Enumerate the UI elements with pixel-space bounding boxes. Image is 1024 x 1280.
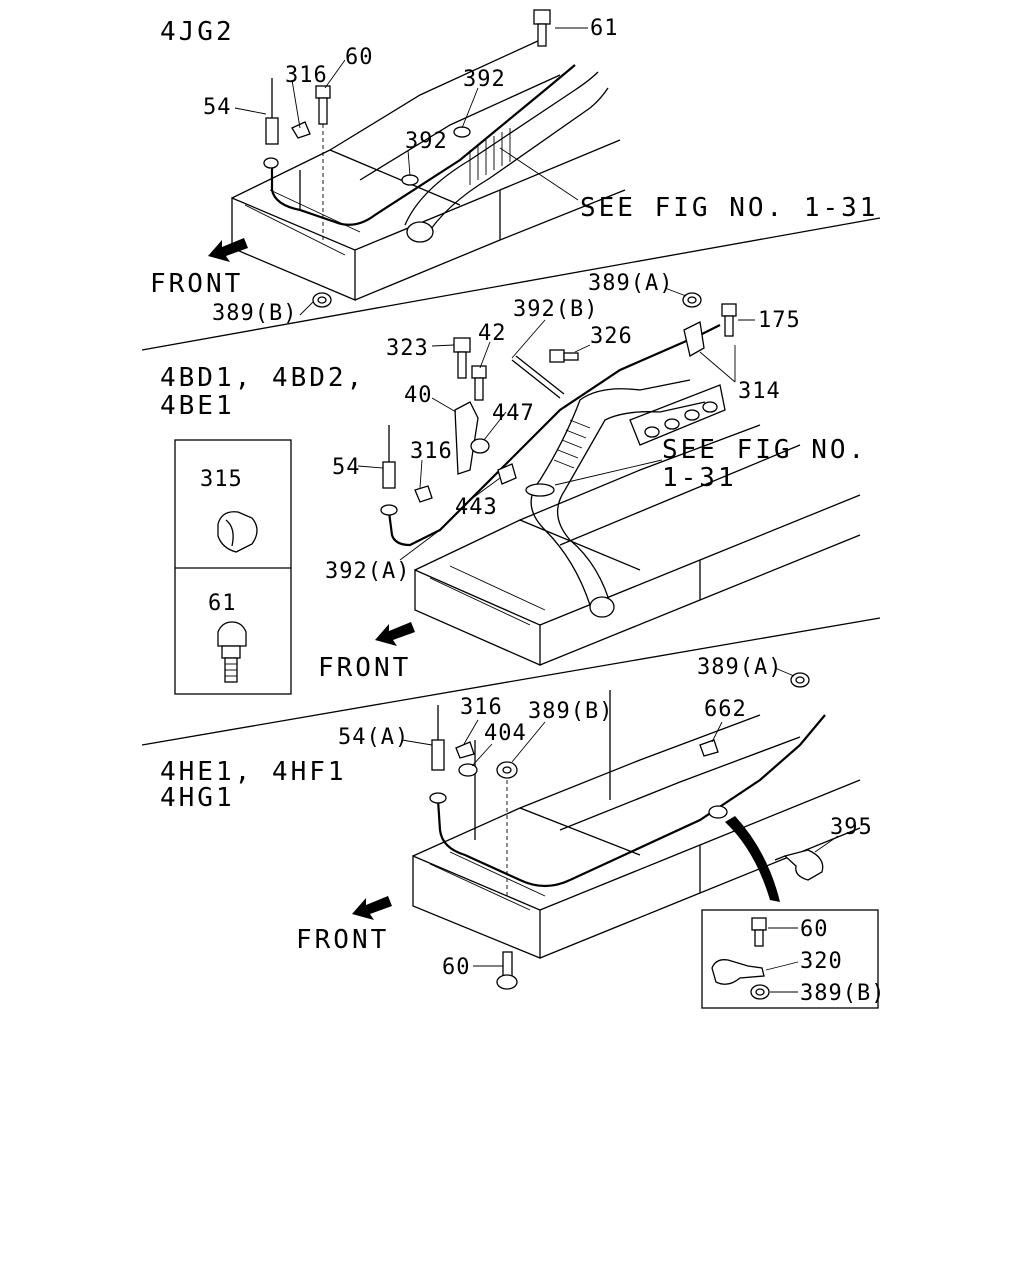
part-175-bolt (721, 303, 737, 337)
part-label-395: 395 (830, 815, 873, 840)
part-label-54: 54 (332, 455, 361, 480)
part-54-cable-end (380, 425, 398, 516)
part-label-314: 314 (738, 379, 781, 404)
part-label-392a: 392(A) (325, 559, 410, 584)
section-divider-2 (141, 617, 881, 746)
part-54a-cable-end (429, 705, 447, 804)
part-label-389a: 389(A) (588, 271, 673, 296)
cable-4jg2 (270, 64, 576, 226)
see-fig-label: 1-31 (662, 463, 737, 493)
bolt-61-icon (217, 621, 247, 683)
part-label-323: 323 (386, 336, 429, 361)
part-label-447: 447 (492, 401, 535, 426)
part-316-clip (414, 485, 433, 503)
engine-label-4be: 4BE1 (160, 391, 235, 421)
part-label-54a: 54(A) (338, 725, 409, 750)
inset-part-label-61: 61 (208, 591, 237, 616)
part-label-443: 443 (455, 495, 498, 520)
engine-label-4jg2: 4JG2 (160, 17, 235, 47)
section-4jg2: 4JG2 (150, 9, 878, 326)
part-316-clip (291, 121, 311, 139)
part-389a-nut (682, 292, 702, 308)
part-label-326: 326 (590, 324, 633, 349)
front-arrow-icon (208, 238, 248, 262)
part-label-392b: 392(B) (513, 297, 598, 322)
section-divider-1 (141, 217, 881, 351)
part-label-389b: 389(B) (212, 301, 297, 326)
front-label: FRONT (296, 925, 389, 955)
part-label-389a: 389(A) (697, 655, 782, 680)
see-fig-label: SEE FIG NO. (662, 435, 867, 465)
part-clip-detail-link (708, 805, 780, 902)
part-label-662: 662 (704, 697, 747, 722)
engine-label-4bd: 4BD1, 4BD2, (160, 363, 365, 393)
engine-label-4hg: 4HG1 (160, 783, 235, 813)
part-label-316: 316 (285, 63, 328, 88)
part-label-60: 60 (442, 955, 471, 980)
clip-315-icon (217, 511, 258, 553)
part-60-bolt (315, 85, 331, 240)
exhaust-pipe (525, 379, 726, 618)
part-label-392: 392 (405, 129, 448, 154)
part-label-316: 316 (460, 695, 503, 720)
detail-box: 60 320 389(B) (701, 909, 885, 1009)
front-label: FRONT (150, 269, 243, 299)
front-label: FRONT (318, 653, 411, 683)
part-389b-nut (312, 292, 332, 308)
part-label-60: 60 (345, 45, 374, 70)
part-label-61: 61 (590, 16, 619, 41)
part-326-bolt (549, 349, 579, 363)
leaders-s3 (401, 667, 839, 967)
part-443-clip (497, 463, 517, 485)
part-54-cable-end (263, 78, 279, 169)
part-label-54: 54 (203, 95, 232, 120)
part-label-316: 316 (410, 439, 453, 464)
bolt-60-icon (751, 917, 767, 947)
part-label-389b: 389(B) (528, 699, 613, 724)
part-392b-tie (511, 355, 565, 399)
part-314-bracket (683, 321, 705, 357)
part-404-clamp (458, 763, 478, 777)
part-392-clamp (401, 126, 471, 186)
part-label-175: 175 (758, 308, 801, 333)
bracket-320-icon (711, 959, 765, 985)
part-395-clamp (774, 849, 824, 881)
part-label-404: 404 (484, 721, 527, 746)
cable-4he (436, 714, 826, 888)
engine-label-4he: 4HE1, 4HF1 (160, 757, 347, 787)
part-label-389b: 389(B) (800, 981, 885, 1006)
part-label-60: 60 (800, 917, 829, 942)
inset-part-label-315: 315 (200, 467, 243, 492)
part-42-bolt (471, 365, 487, 401)
leaders-s2 (357, 287, 755, 561)
part-label-320: 320 (800, 949, 843, 974)
front-arrow-icon (352, 896, 392, 920)
section-4bd1-4bd2-4be1: 4BD1, 4BD2, 4BE1 315 61 (160, 271, 867, 695)
part-447-nut (470, 438, 490, 454)
part-61-bolt (533, 9, 551, 47)
see-fig-label: SEE FIG NO. 1-31 (580, 193, 878, 223)
part-label-392: 392 (463, 67, 506, 92)
exhaust-pipe (404, 71, 609, 243)
frame-crossmember (231, 39, 626, 301)
cable-4bd (387, 324, 721, 547)
front-arrow-icon (375, 622, 415, 646)
part-label-42: 42 (478, 321, 507, 346)
part-316-clip (455, 741, 475, 759)
part-60-bolt-bottom (496, 951, 518, 990)
part-323-bolt (453, 337, 471, 379)
part-label-40: 40 (404, 383, 433, 408)
part-389a-nut (790, 672, 810, 688)
nut-389b-icon (750, 984, 770, 1000)
part-662-clip (699, 739, 719, 757)
frame-crossmember (412, 690, 861, 959)
leaders-s1 (234, 27, 588, 316)
part-40-bracket (454, 401, 479, 475)
section-4he1-4hf1-4hg1: 4HE1, 4HF1 4HG1 (160, 655, 885, 1009)
inset-box: 315 61 (174, 439, 292, 695)
part-389b-nut (496, 761, 518, 900)
